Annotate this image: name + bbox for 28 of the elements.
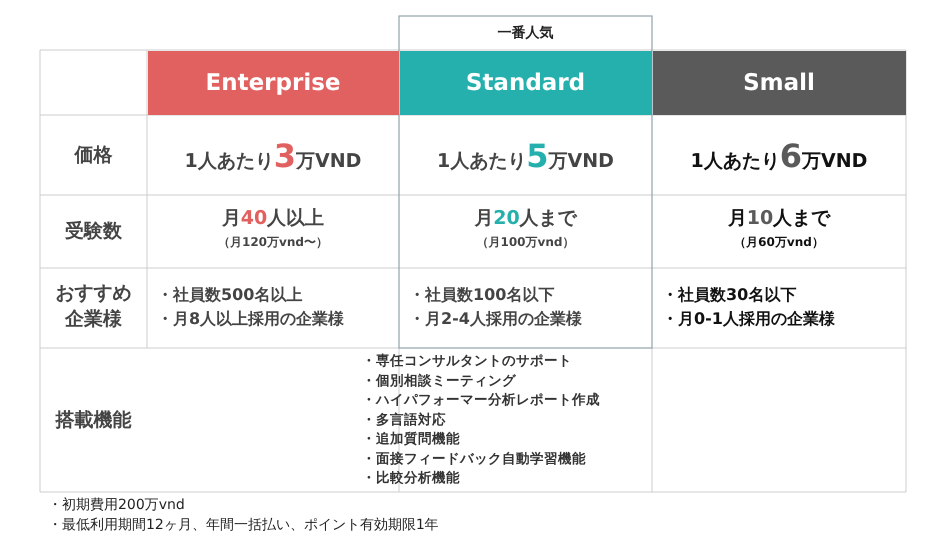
recommendation-text: ・月0-1人採用の企業様: [662, 309, 835, 330]
feature-item: ・専任コンサルタントのサポート: [362, 352, 572, 370]
feature-item: ・多言語対応: [362, 410, 446, 428]
volume-note: （月120万vnd〜）: [216, 234, 329, 251]
recommendation-text: ・社員数500名以上: [157, 285, 302, 306]
feature-item: ・追加質問機能: [362, 430, 460, 448]
feature-item: ・比較分析機能: [362, 469, 460, 487]
recommendation-text: ・社員数30名以下: [662, 285, 796, 306]
footnote: ・初期費用200万vnd: [48, 496, 185, 514]
row-heading: 受験数: [64, 219, 123, 244]
volume-note: （月100万vnd）: [475, 234, 576, 251]
plan-header: Enterprise: [148, 50, 398, 114]
popular-tag: 一番人気: [399, 18, 652, 48]
volume-note: （月60万vnd）: [733, 234, 825, 251]
feature-item: ・面接フィードバック自動学習機能: [362, 450, 586, 468]
row-heading: 価格: [73, 143, 114, 168]
plan-header: Standard: [400, 50, 652, 114]
feature-item: ・ハイパフォーマー分析レポート作成: [362, 391, 600, 409]
plan-header: Small: [652, 50, 906, 114]
row-heading: おすすめ企業様: [54, 281, 132, 332]
feature-item: ・個別相談ミーティング: [362, 372, 516, 390]
row-heading: 搭載機能: [54, 408, 132, 433]
volume-text: 月20人まで: [473, 206, 578, 231]
recommendation-text: ・社員数100名以下: [409, 285, 554, 306]
volume-text: 月40人以上: [220, 206, 326, 231]
footnote: ・最低利用期間12ヶ月、年間一括払い、ポイント有効期限1年: [48, 516, 439, 534]
recommendation-text: ・月8人以上採用の企業様: [157, 309, 344, 330]
recommendation-text: ・月2-4人採用の企業様: [409, 309, 582, 330]
